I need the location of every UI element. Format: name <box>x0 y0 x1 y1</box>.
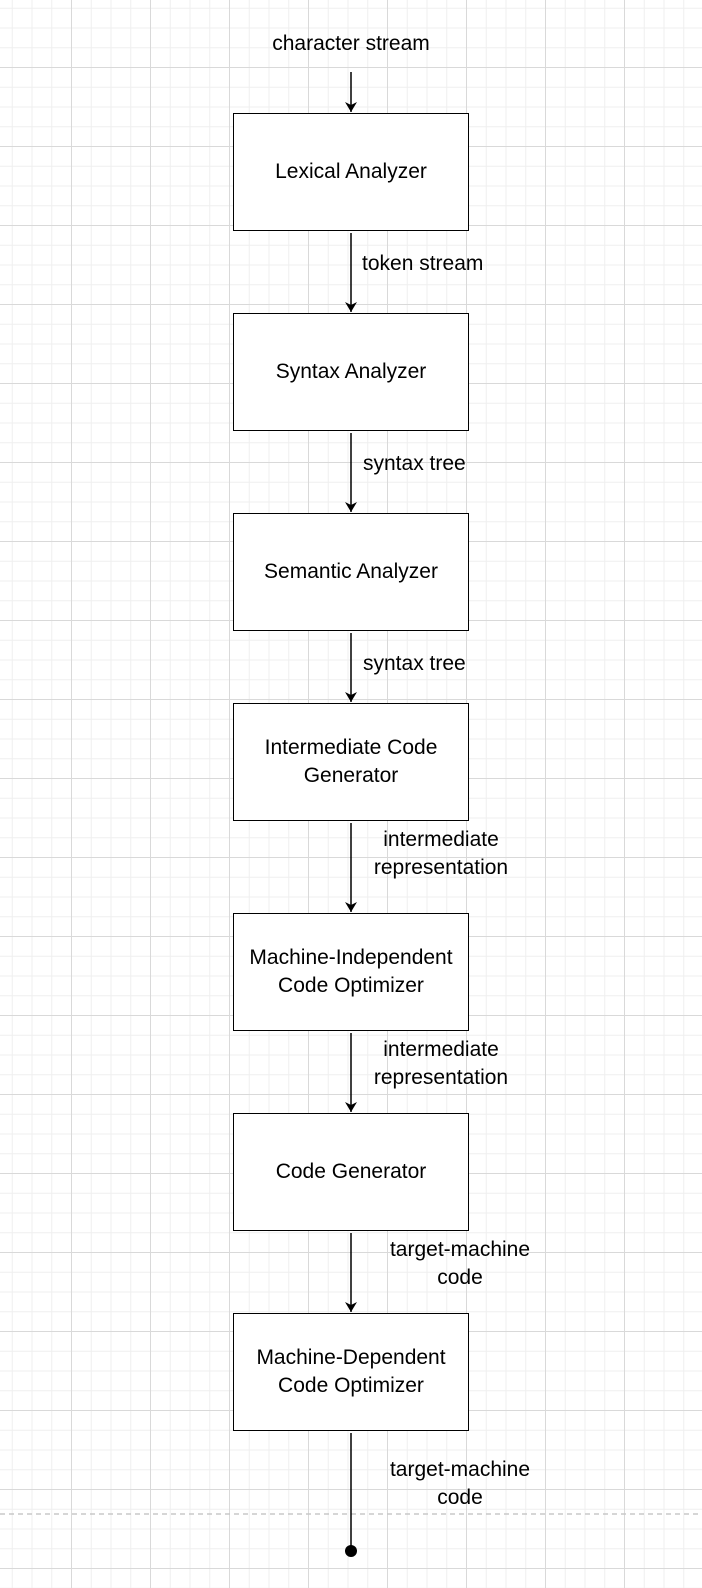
edge-label-target-machine-code-2: target-machine code <box>389 1458 531 1509</box>
edge-label-intermediate-representation-1: intermediate representation <box>373 828 509 879</box>
edge-label-syntax-tree-2: syntax tree <box>363 652 466 675</box>
input-label: character stream <box>272 32 430 55</box>
semantic-analyzer-box[interactable]: Semantic Analyzer <box>233 513 469 631</box>
edge-label-intermediate-representation-2: intermediate representation <box>373 1038 509 1089</box>
code-generator-box[interactable]: Code Generator <box>233 1113 469 1231</box>
edge-label-token-stream: token stream <box>362 252 484 275</box>
edge-label-syntax-tree-1: syntax tree <box>363 452 466 475</box>
syntax-analyzer-box[interactable]: Syntax Analyzer <box>233 313 469 431</box>
edge-label-target-machine-code-1: target-machine code <box>389 1238 531 1289</box>
intermediate-code-generator-box[interactable]: Intermediate Code Generator <box>233 703 469 821</box>
output-endpoint <box>345 1545 357 1557</box>
machine-independent-optimizer-box[interactable]: Machine-Independent Code Optimizer <box>233 913 469 1031</box>
machine-dependent-optimizer-box[interactable]: Machine-Dependent Code Optimizer <box>233 1313 469 1431</box>
lexical-analyzer-box[interactable]: Lexical Analyzer <box>233 113 469 231</box>
